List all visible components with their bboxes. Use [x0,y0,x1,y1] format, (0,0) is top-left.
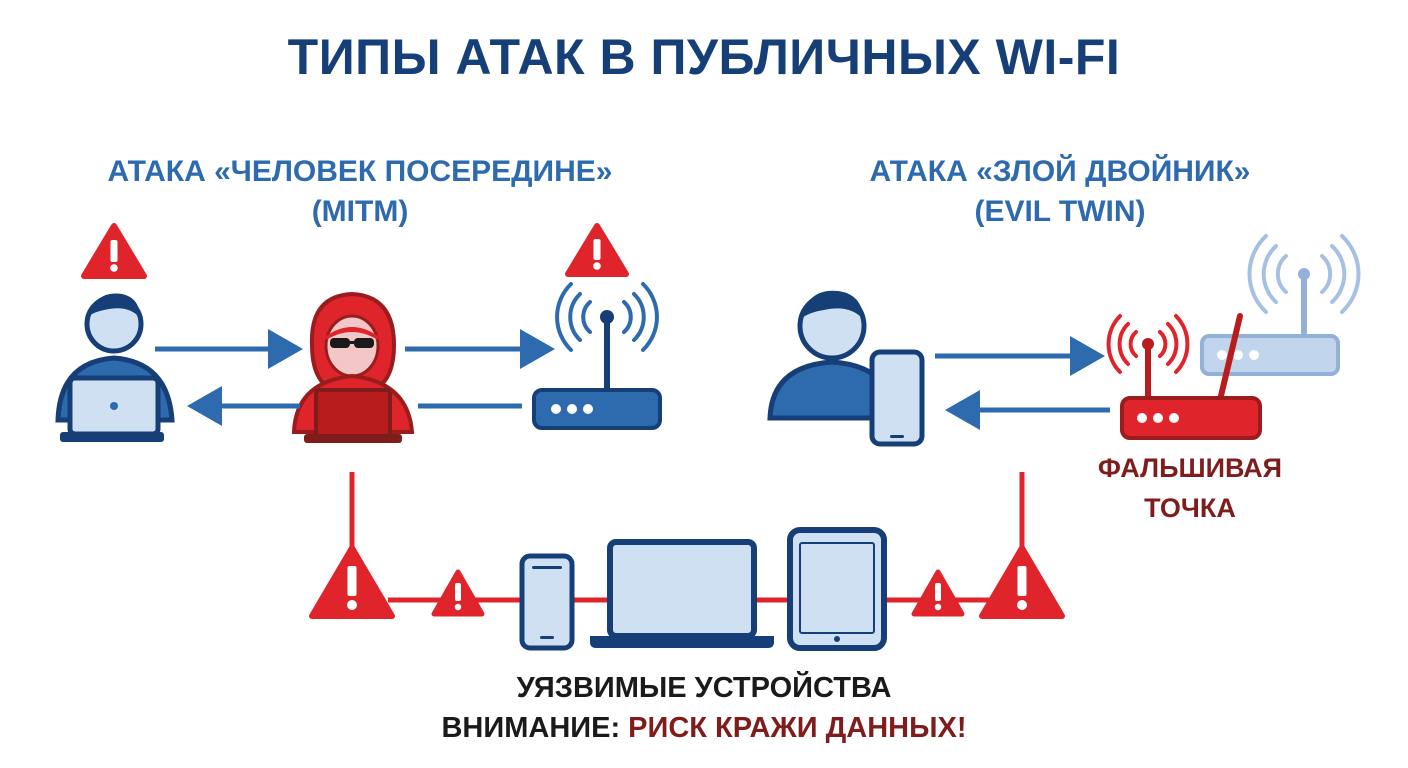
page-title: ТИПЫ АТАК В ПУБЛИЧНЫХ WI-FI [287,29,1121,85]
warning-icon [911,569,965,617]
tablet-icon [787,527,887,651]
fake-point-label-line1: ФАЛЬШИВАЯ [1097,453,1283,483]
fake-router-icon [1106,313,1262,440]
hacker-icon [291,291,415,443]
warning-prefix: ВНИМАНИЕ: [441,712,621,744]
smartphone-icon [519,553,575,651]
mitm-heading: АТАКА «ЧЕЛОВЕК ПОСЕРЕДИНЕ» (MITM) [40,152,680,232]
evil-twin-heading-line2: (EVIL TWIN) [974,195,1146,228]
warning-icon [979,545,1065,619]
user-with-laptop-icon [55,293,175,442]
laptop-icon [590,539,774,648]
warning-icon [565,223,629,277]
fake-point-label: ФАЛЬШИВАЯ ТОЧКА [1060,448,1320,528]
evil-twin-heading: АТАКА «ЗЛОЙ ДВОЙНИК» (EVIL TWIN) [760,152,1360,232]
data-theft-warning: ВНИМАНИЕ: РИСК КРАЖИ ДАННЫХ! [0,712,1408,745]
mitm-heading-line2: (MITM) [311,195,409,228]
fake-point-label-line2: ТОЧКА [1144,493,1236,523]
legit-router-icon [1200,234,1361,376]
warning-risk-text: РИСК КРАЖИ ДАННЫХ! [628,712,967,744]
router-icon [532,282,662,430]
warning-icon [431,569,485,617]
warning-icon [309,545,395,619]
warning-icon [81,223,147,279]
vulnerable-devices-label: УЯЗВИМЫЕ УСТРОЙСТВА [516,672,892,704]
evil-twin-heading-line1: АТАКА «ЗЛОЙ ДВОЙНИК» [869,155,1251,188]
user-with-phone-icon [767,290,925,447]
mitm-heading-line1: АТАКА «ЧЕЛОВЕК ПОСЕРЕДИНЕ» [107,155,613,188]
